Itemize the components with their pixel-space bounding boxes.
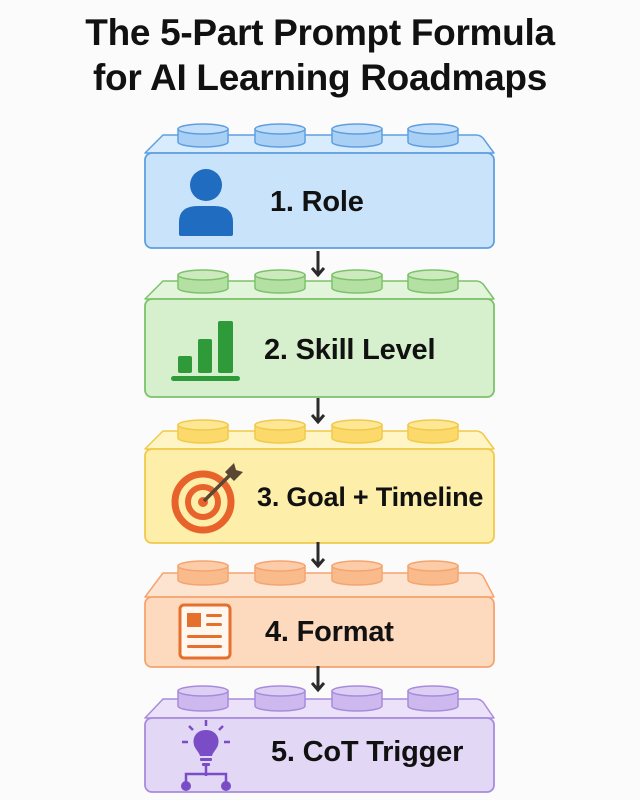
arrow-down-icon — [310, 665, 326, 693]
arrow-down-icon — [310, 250, 326, 278]
title-line-1: The 5-Part Prompt Formula — [85, 12, 555, 53]
brick-label-format: 4. Format — [265, 616, 394, 648]
brick-label-cot-trigger: 5. CoT Trigger — [271, 736, 464, 768]
brick-label-goal-timeline: 3. Goal + Timeline — [257, 482, 484, 512]
arrow-down-icon — [310, 541, 326, 569]
target-icon — [171, 463, 243, 534]
title-line-2: for AI Learning Roadmaps — [93, 57, 547, 98]
bar-chart-icon — [171, 321, 240, 381]
arrow-down-icon — [310, 397, 326, 425]
lightbulb-network-icon — [181, 720, 231, 791]
document-icon — [178, 603, 232, 660]
brick-label-role: 1. Role — [270, 186, 364, 218]
brick-label-skill-level: 2. Skill Level — [264, 334, 436, 366]
person-icon — [179, 169, 233, 236]
page-title: The 5-Part Prompt Formula for AI Learnin… — [0, 10, 640, 100]
